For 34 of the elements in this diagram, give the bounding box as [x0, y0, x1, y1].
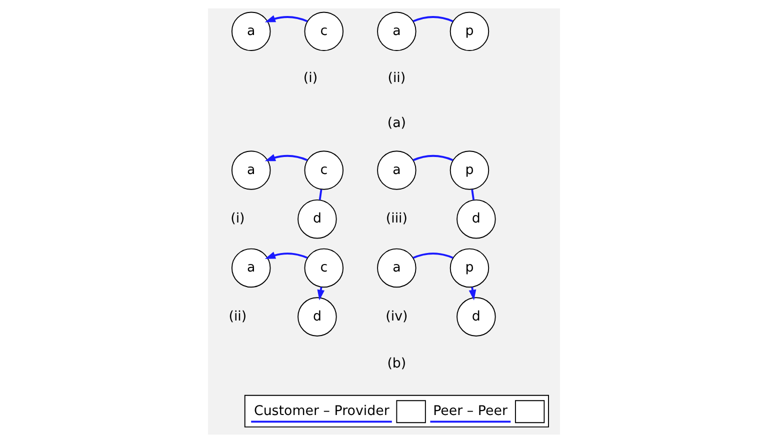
node-circle: p — [449, 12, 489, 51]
node-circle: c — [304, 12, 344, 51]
node-circle: d — [297, 297, 336, 336]
label: (ii) — [228, 309, 246, 324]
node-circle: a — [376, 12, 416, 51]
node-circle: a — [376, 150, 416, 190]
label: (iii) — [385, 212, 408, 227]
arrow — [264, 154, 308, 162]
label: (iv) — [385, 309, 408, 324]
node-circle: d — [297, 199, 336, 239]
connector — [318, 189, 322, 200]
label: (ii) — [387, 70, 406, 86]
node-circle: p — [449, 150, 489, 190]
label: (i) — [302, 70, 318, 86]
arrow — [264, 252, 308, 259]
arrow — [264, 15, 308, 22]
connector — [412, 154, 453, 162]
node-circle: a — [230, 248, 270, 288]
node-circle: a — [230, 12, 270, 51]
legend-label: Customer – Provider — [253, 404, 389, 420]
label: (b) — [386, 356, 406, 372]
label: (i) — [230, 212, 244, 227]
node-circle: d — [456, 297, 496, 336]
legend-label: Peer – Peer — [432, 404, 507, 420]
connector — [412, 252, 453, 259]
connector — [412, 16, 453, 22]
label: (a) — [386, 116, 406, 131]
node-circle: c — [304, 150, 344, 190]
node-circle: p — [449, 248, 489, 288]
node-circle: a — [376, 248, 416, 288]
connector — [470, 189, 474, 200]
node-circle: a — [230, 150, 270, 190]
node-circle: d — [456, 199, 496, 239]
node-circle: c — [304, 248, 344, 288]
